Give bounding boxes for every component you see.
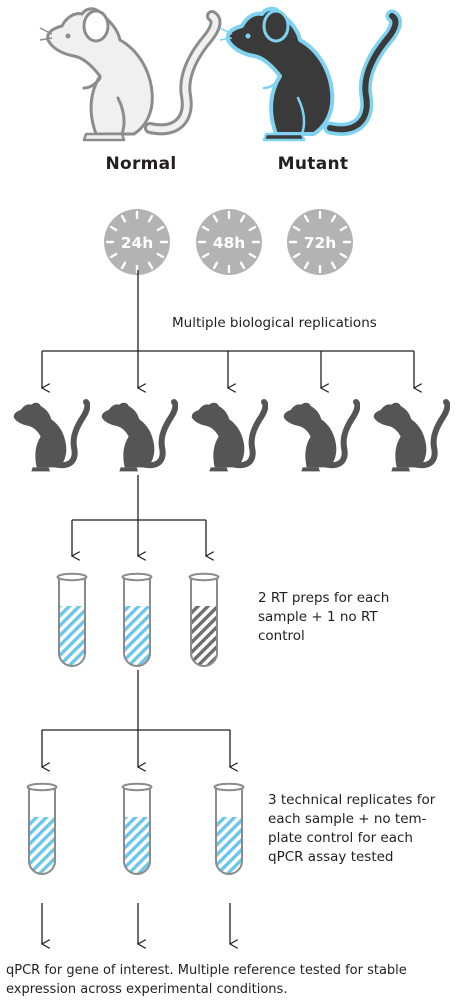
bio-rep-label: Multiple biological replications [172, 315, 377, 331]
normal-mouse-icon [39, 7, 222, 142]
mutant-mouse-icon [219, 6, 402, 142]
tech-rep-label: 3 technical replicates for each sample +… [268, 791, 458, 867]
mouse-icon [374, 402, 448, 471]
rt-prep-label: 2 RT preps for each sample + 1 no RT con… [258, 589, 448, 646]
rt-prep-label-line: control [258, 628, 305, 644]
tech-rep-label-line: qPCR assay tested [268, 849, 394, 865]
clock-label: 72h [304, 234, 337, 252]
bio-rep-connectors [42, 270, 414, 352]
footer-caption-line: expression across experimental condition… [6, 982, 288, 997]
tech-connectors [42, 670, 230, 731]
footer-caption: qPCR for gene of interest. Multiple refe… [6, 961, 458, 999]
rt-prep-label-line: 2 RT preps for each [258, 590, 390, 606]
rt-connectors [72, 475, 206, 521]
tech-arrows [42, 730, 230, 767]
technical-replicate-tubes [26, 782, 245, 875]
mouse-icon [14, 402, 88, 471]
tech-rep-label-line: 3 technical replicates for [268, 792, 436, 808]
tech-rep-label-line: each sample + no tem- [268, 811, 427, 827]
clock-icon: 72h [287, 209, 353, 275]
clock-label: 48h [213, 234, 246, 252]
qpcr-arrows [42, 903, 230, 944]
test-tube-icon [56, 572, 88, 667]
test-tube-icon [188, 572, 220, 667]
bio-rep-arrows [42, 351, 414, 388]
test-tube-icon [121, 782, 153, 875]
biological-replicate-mice [14, 402, 448, 471]
rt-arrows [72, 520, 206, 556]
mutant-label: Mutant [277, 154, 349, 174]
tech-rep-label-line: plate control for each [268, 830, 413, 846]
rt-prep-tubes [56, 572, 220, 667]
mouse-icon [102, 402, 176, 471]
mouse-icon [192, 402, 266, 471]
test-tube-icon [121, 572, 153, 667]
mouse-icon [284, 402, 358, 471]
rt-prep-label-line: sample + 1 no RT [258, 609, 378, 625]
timepoint-clocks: 24h 48h 72h [104, 209, 353, 275]
test-tube-icon [26, 782, 58, 875]
test-tube-icon [213, 782, 245, 875]
clock-icon: 24h [104, 209, 170, 275]
clock-label: 24h [121, 234, 154, 252]
clock-icon: 48h [196, 209, 262, 275]
normal-label: Normal [105, 154, 177, 174]
footer-caption-line: qPCR for gene of interest. Multiple refe… [6, 963, 407, 978]
